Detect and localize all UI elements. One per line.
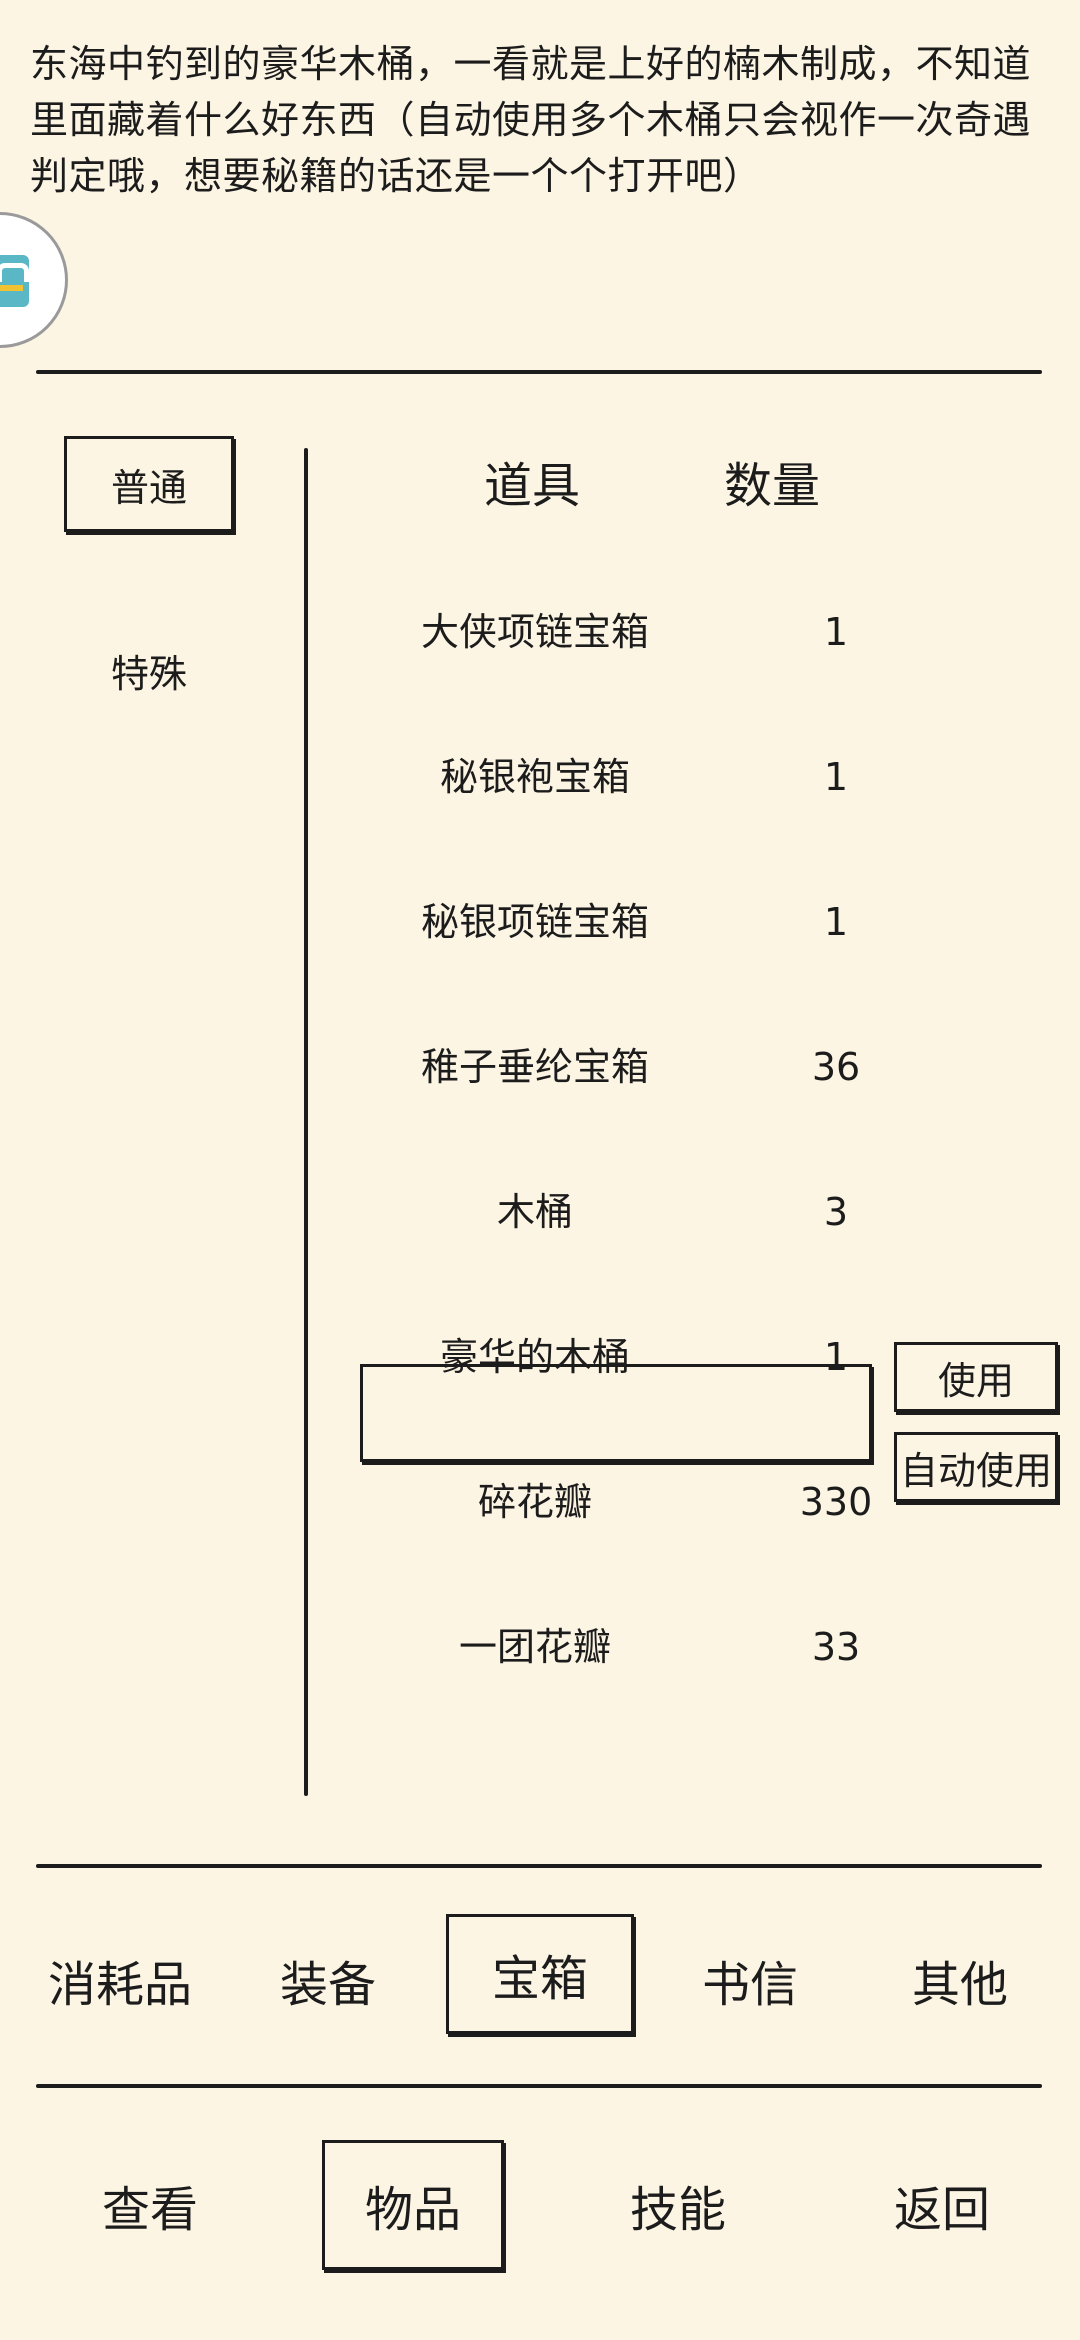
table-row[interactable]: 一团花瓣 33 (310, 1597, 1070, 1697)
item-list[interactable]: 大侠袍宝箱 1 大侠项链宝箱 1 秘银袍宝箱 1 秘银项链宝箱 1 稚子垂纶宝箱… (310, 510, 1070, 1790)
item-name: 大侠项链宝箱 (420, 610, 649, 654)
auto-use-button[interactable]: 自动使用 (894, 1432, 1058, 1502)
nav-items-label: 物品 (364, 2182, 461, 2238)
table-row-selected[interactable]: 豪华的木桶 1 (310, 1307, 1070, 1407)
tab-other-label: 其他 (911, 1957, 1008, 2013)
table-row[interactable]: 大侠袍宝箱 1 (310, 510, 1070, 540)
header-item: 道具 (483, 458, 580, 514)
tab-other[interactable]: 其他 (870, 1930, 1050, 2030)
tab-consumables[interactable]: 消耗品 (30, 1930, 210, 2030)
table-row[interactable]: 秘银项链宝箱 1 (310, 872, 1070, 972)
table-row[interactable]: 稚子垂纶宝箱 36 (310, 1017, 1070, 1117)
nav-divider (36, 2084, 1042, 2088)
item-name: 木桶 (496, 1190, 573, 1234)
column-divider (304, 448, 308, 1796)
category-special-button[interactable]: 特殊 (64, 622, 234, 718)
category-normal-button[interactable]: 普通 (64, 436, 234, 532)
tab-chests[interactable]: 宝箱 (446, 1914, 634, 2034)
table-row[interactable]: 碎花瓣 330 (310, 1452, 1070, 1552)
selected-row-highlight (360, 1364, 872, 1462)
item-quantity: 330 (799, 1480, 873, 1524)
item-quantity: 3 (823, 1190, 849, 1234)
top-divider (36, 370, 1042, 374)
item-name: 大侠袍宝箱 (310, 510, 760, 540)
item-name: 秘银袍宝箱 (439, 755, 630, 799)
tab-equipment[interactable]: 装备 (238, 1930, 418, 2030)
item-quantity: 1 (776, 510, 896, 540)
table-row[interactable]: 大侠项链宝箱 1 (310, 582, 1070, 682)
item-quantity: 1 (823, 755, 849, 799)
tabs-divider (36, 1864, 1042, 1868)
nav-back-label: 返回 (893, 2182, 990, 2238)
tab-chests-label: 宝箱 (491, 1951, 588, 2007)
item-name: 一团花瓣 (458, 1625, 611, 1669)
tab-letters[interactable]: 书信 (660, 1930, 840, 2030)
tab-consumables-label: 消耗品 (47, 1957, 192, 2013)
nav-back[interactable]: 返回 (852, 2150, 1032, 2260)
app-logo-icon (0, 255, 29, 307)
tab-equipment-label: 装备 (279, 1957, 376, 2013)
use-button-label: 使用 (937, 1358, 1014, 1403)
table-row[interactable]: 木桶 3 (310, 1162, 1070, 1262)
item-quantity: 1 (823, 610, 849, 654)
auto-use-button-label: 自动使用 (899, 1448, 1052, 1493)
item-name: 稚子垂纶宝箱 (420, 1045, 649, 1089)
floating-assistant-bubble[interactable] (0, 212, 68, 348)
category-normal-label: 普通 (110, 465, 187, 510)
nav-skills[interactable]: 技能 (588, 2150, 768, 2260)
item-quantity: 1 (823, 1335, 849, 1379)
nav-skills-label: 技能 (629, 2182, 726, 2238)
category-special-label: 特殊 (110, 651, 187, 696)
nav-items[interactable]: 物品 (322, 2140, 504, 2270)
item-quantity: 1 (823, 900, 849, 944)
nav-view[interactable]: 查看 (60, 2150, 240, 2260)
header-quantity: 数量 (723, 458, 820, 514)
item-quantity: 36 (811, 1045, 861, 1089)
item-name: 豪华的木桶 (439, 1335, 630, 1379)
use-button[interactable]: 使用 (894, 1342, 1058, 1412)
item-description: 东海中钓到的豪华木桶，一看就是上好的楠木制成，不知道里面藏着什么好东西（自动使用… (30, 42, 1032, 198)
item-name: 秘银项链宝箱 (420, 900, 649, 944)
item-name: 碎花瓣 (477, 1480, 592, 1524)
tab-letters-label: 书信 (701, 1957, 798, 2013)
item-quantity: 33 (811, 1625, 861, 1669)
table-row[interactable]: 秘银袍宝箱 1 (310, 727, 1070, 827)
nav-view-label: 查看 (101, 2182, 198, 2238)
